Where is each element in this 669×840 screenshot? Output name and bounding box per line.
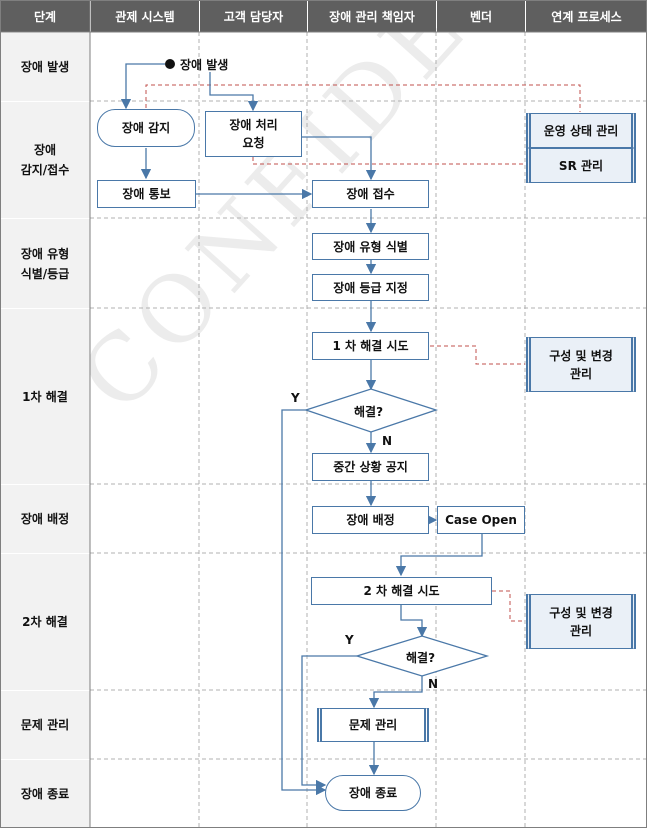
node-interim: 중간 상황 공지 <box>312 453 429 481</box>
node-close: 장애 종료 <box>325 775 421 811</box>
col-header-monitoring: 관제 시스템 <box>91 0 199 32</box>
lane-problem: 문제 관리 <box>0 691 90 759</box>
decision1-label: 해결? <box>354 405 384 419</box>
lane-identify: 장애 유형 식별/등급 <box>0 219 90 308</box>
label-n1: N <box>382 434 393 448</box>
grid-lines <box>90 32 647 828</box>
decision1-shape <box>303 388 439 433</box>
node-notify: 장애 통보 <box>97 180 196 208</box>
node-second-try: 2 차 해결 시도 <box>311 577 492 605</box>
node-case-open: Case Open <box>437 506 525 534</box>
lane-detect: 장애 감지/접수 <box>0 102 90 218</box>
start-label: 장애 발생 <box>180 58 229 72</box>
lane-occurrence: 장애 발생 <box>0 33 90 101</box>
lane-first: 1차 해결 <box>0 309 90 484</box>
node-grade: 장애 등급 지정 <box>312 274 429 301</box>
col-header-customer: 고객 담당자 <box>200 0 307 32</box>
decision2-shape <box>354 635 490 677</box>
node-receive: 장애 접수 <box>312 180 429 208</box>
linked-ops-status: 운영 상태 관리 <box>526 113 636 148</box>
lane-second: 2차 해결 <box>0 554 90 690</box>
col-header-manager: 장애 관리 책임자 <box>308 0 436 32</box>
start-dot <box>165 59 175 69</box>
decision2-label: 해결? <box>406 651 436 665</box>
node-identify: 장애 유형 식별 <box>312 233 429 260</box>
lane-assign: 장애 배정 <box>0 485 90 553</box>
node-problem: 문제 관리 <box>317 708 429 742</box>
node-detect: 장애 감지 <box>97 109 195 147</box>
node-first-try: 1 차 해결 시도 <box>312 332 429 360</box>
linked-sr: SR 관리 <box>526 148 636 183</box>
linked-config1: 구성 및 변경 관리 <box>526 337 636 392</box>
linked-process-links <box>145 84 581 622</box>
col-header-vendor: 벤더 <box>437 0 525 32</box>
col-header-linked: 연계 프로세스 <box>526 0 647 32</box>
node-request: 장애 처리 요청 <box>205 111 302 157</box>
label-y1: Y <box>291 391 300 405</box>
lane-close: 장애 종료 <box>0 760 90 828</box>
node-assign: 장애 배정 <box>312 506 429 534</box>
label-n2: N <box>428 677 439 691</box>
linked-config2: 구성 및 변경 관리 <box>526 594 636 649</box>
label-y2: Y <box>345 633 354 647</box>
col-header-stage: 단계 <box>0 0 90 32</box>
